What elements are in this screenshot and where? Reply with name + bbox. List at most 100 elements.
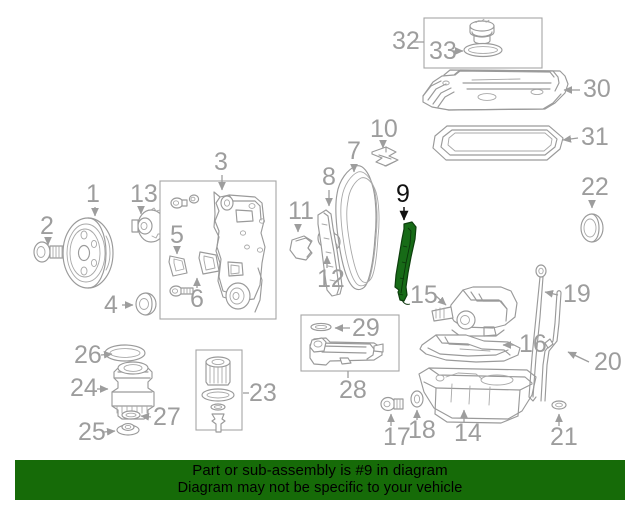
callout-5: 5: [170, 221, 184, 255]
callout-23: 23: [243, 379, 277, 407]
callout-2: 2: [40, 212, 54, 246]
callout-19-label: 19: [563, 280, 591, 308]
callout-28: 28: [339, 371, 367, 404]
part-filter-drain-plug: [211, 413, 226, 433]
callout-24-label: 24: [70, 374, 98, 402]
part-14-oil-pan: [418, 367, 537, 424]
callout-4: 4: [104, 291, 134, 319]
callout-15-label: 15: [410, 281, 438, 309]
callout-27-label: 27: [153, 403, 181, 431]
part-33-oring: [463, 42, 503, 58]
callout-22: 22: [581, 173, 609, 209]
callout-14-label: 14: [454, 419, 482, 447]
part-27-small-oring: [121, 410, 141, 420]
part-8-chain-guide: [317, 209, 343, 297]
callout-27: 27: [140, 403, 181, 431]
callout-29: 29: [334, 314, 380, 342]
callout-11-label: 11: [288, 197, 314, 225]
part-22-crankshaft-seal: [580, 213, 604, 243]
callout-13-label: 13: [130, 180, 158, 208]
callout-18: 18: [408, 409, 436, 444]
callout-17: 17: [383, 413, 411, 451]
callout-5-label: 5: [170, 221, 184, 249]
part-group-32-oil-filler-cap-box: [423, 17, 543, 69]
callout-25-label: 25: [78, 418, 106, 446]
part-31-valve-cover-gasket: [432, 125, 564, 161]
callout-3: 3: [214, 148, 228, 191]
callout-23-label: 23: [249, 379, 277, 407]
callout-7: 7: [347, 137, 361, 173]
part-bolt-lower: [169, 285, 194, 297]
part-25-housing-drain-plug: [116, 423, 140, 436]
callout-22-label: 22: [581, 173, 609, 201]
part-1-crankshaft-pulley: [62, 217, 114, 289]
callout-31: 31: [562, 123, 609, 151]
part-16-oil-baffle: [419, 334, 521, 363]
callout-21-label: 21: [550, 423, 578, 451]
callout-13: 13: [130, 180, 158, 215]
callout-18-label: 18: [408, 416, 436, 444]
callout-16-label: 16: [519, 330, 547, 358]
callout-6: 6: [190, 277, 204, 313]
part-21-tube-oring: [551, 400, 567, 410]
part-filter-oring-large: [201, 388, 235, 402]
callout-19: 19: [544, 280, 591, 308]
part-group-23-oil-filter-kit-box: [195, 349, 243, 433]
callout-32: 32: [392, 27, 424, 55]
callout-2-label: 2: [40, 212, 54, 240]
callout-30: 30: [563, 75, 611, 103]
callout-1-label: 1: [86, 180, 100, 208]
callout-24: 24: [70, 374, 109, 402]
callout-30-label: 30: [583, 75, 611, 103]
callout-9: 9: [396, 180, 410, 221]
callout-26: 26: [74, 341, 113, 369]
callout-33: 33: [429, 37, 464, 65]
part-10-tensioner-bracket: [371, 146, 399, 167]
part-6-cover-gasket: [198, 251, 220, 275]
part-3-timing-chain-cover: [213, 191, 266, 313]
callout-31-label: 31: [581, 123, 609, 151]
callout-28-label: 28: [339, 376, 367, 404]
part-2-pulley-bolt: [33, 241, 64, 263]
callout-11: 11: [288, 197, 314, 233]
info-banner: Part or sub-assembly is #9 in diagram Di…: [15, 460, 625, 500]
callout-8-label: 8: [322, 163, 336, 191]
part-28-oil-cooler: [309, 337, 384, 366]
callout-16: 16: [502, 330, 547, 358]
callout-17-label: 17: [383, 423, 411, 451]
callout-10-label: 10: [370, 115, 398, 143]
part-15-oil-pump: [431, 286, 518, 337]
part-oil-filter-cartridge: [205, 356, 231, 386]
part-20-dipstick-tube: [540, 290, 562, 402]
part-29-oil-cooler-gasket: [310, 322, 332, 332]
part-19-dipstick: [528, 264, 547, 402]
callout-10: 10: [370, 115, 398, 149]
callout-1: 1: [86, 180, 100, 217]
callout-25: 25: [78, 418, 116, 446]
callout-9-label: 9: [396, 180, 410, 208]
callout-3-label: 3: [214, 148, 228, 176]
part-18-drain-plug-gasket: [410, 390, 424, 408]
part-24-oil-filter-housing: [111, 361, 155, 420]
callout-20: 20: [567, 348, 622, 376]
part-7-timing-chain: [335, 165, 380, 291]
part-11-chain-damper: [289, 235, 313, 261]
part-filter-oring-small: [210, 403, 226, 411]
part-17-drain-plug: [380, 396, 404, 412]
part-group-28-oil-cooler-box: [300, 314, 400, 372]
part-bolt-small: [170, 197, 188, 209]
callout-7-label: 7: [347, 137, 361, 165]
banner-line-2: Diagram may not be specific to your vehi…: [177, 480, 463, 497]
callout-21: 21: [550, 413, 578, 451]
callout-29-label: 29: [352, 314, 380, 342]
callout-26-label: 26: [74, 341, 102, 369]
banner-line-1: Part or sub-assembly is #9 in diagram: [192, 462, 448, 480]
callout-15: 15: [410, 281, 447, 309]
callout-14: 14: [454, 409, 482, 447]
callout-12: 12: [317, 255, 345, 293]
part-30-valve-cover: [422, 69, 569, 111]
part-26-housing-oring: [104, 344, 146, 362]
callout-20-label: 20: [594, 348, 622, 376]
part-9-chain-tensioner-slipper[interactable]: [394, 221, 417, 305]
